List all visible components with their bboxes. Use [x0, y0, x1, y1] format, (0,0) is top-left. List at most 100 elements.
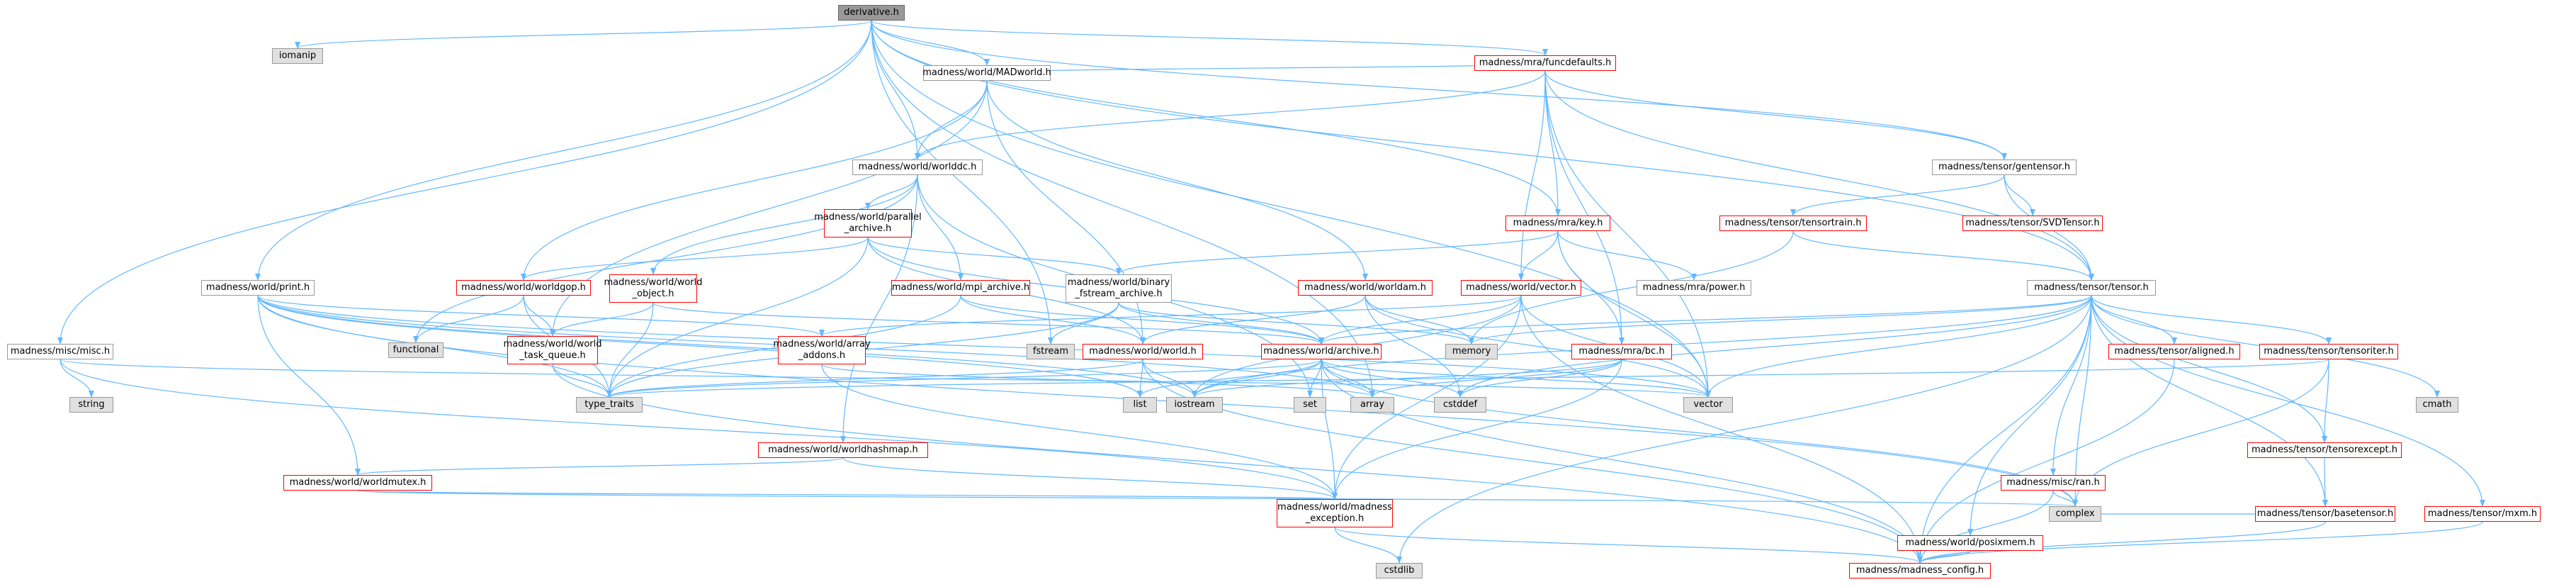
node-iostream: iostream	[1166, 397, 1223, 413]
edge-tensor-to-ran	[2050, 295, 2092, 476]
edge-posixmem-to-madness_config	[1917, 550, 1971, 564]
edge-root-to-gentensor	[871, 20, 2007, 160]
node-tensor-svdtensor-h[interactable]: madness/tensor/SVDTensor.h	[1962, 216, 2103, 231]
node-world-worldmutex-h[interactable]: madness/world/worldmutex.h	[283, 475, 432, 491]
node-cmath: cmath	[2416, 397, 2458, 413]
edge-madness_exception-to-madness_config	[1334, 527, 1923, 564]
edge-worldgop-to-functional	[413, 295, 524, 343]
node-world-worlddc-h[interactable]: madness/world/worlddc.h	[852, 160, 983, 175]
node-mra-key-h[interactable]: madness/mra/key.h	[1506, 216, 1610, 231]
edge-tensor-to-tensoriter	[2091, 295, 2332, 345]
edge-binary_fstream-to-fstream	[1048, 302, 1119, 345]
edge-tensor-to-cstddef	[1457, 295, 2092, 398]
edge-archive-to-type_traits	[606, 359, 1322, 398]
edge-tensor-to-complex	[2072, 295, 2092, 507]
node-world-print-h[interactable]: madness/world/print.h	[201, 280, 315, 296]
node-world-worldgop-h[interactable]: madness/world/worldgop.h	[456, 280, 591, 296]
node-tensor-tensorexcept-h[interactable]: madness/tensor/tensorexcept.h	[2247, 442, 2402, 458]
edge-archive-to-vector	[1321, 359, 1711, 398]
edge-bc-to-cstddef	[1457, 359, 1622, 398]
edge-root-to-worlddc	[871, 20, 920, 160]
edge-worldmutex-to-madness_exception	[357, 490, 1336, 500]
node-tensor-aligned-h[interactable]: madness/tensor/aligned.h	[2108, 344, 2240, 359]
edge-worldmutex-to-complex	[357, 490, 2077, 507]
edge-tensoriter-to-tensorexcept	[2322, 359, 2329, 443]
edge-print-to-list	[257, 295, 1143, 398]
edge-misc-to-madness_exception	[60, 359, 1338, 500]
node-tensor-tensortrain-h[interactable]: madness/tensor/tensortrain.h	[1719, 216, 1867, 231]
node-world-posixmem-h[interactable]: madness/world/posixmem.h	[1897, 535, 2043, 551]
edge-worlddc-to-worldhashmap	[840, 174, 918, 443]
edge-key-to-power	[1557, 230, 1697, 281]
node-world-madness-exception-h[interactable]: madness/world/madness _exception.h	[1277, 499, 1393, 527]
node-set: set	[1294, 397, 1326, 413]
node-world-vector-h[interactable]: madness/world/vector.h	[1461, 280, 1581, 296]
edge-root-to-print	[255, 20, 872, 281]
edge-key-to-vector_h	[1518, 230, 1559, 281]
node-misc-misc-h[interactable]: madness/misc/misc.h	[7, 344, 113, 359]
node-complex: complex	[2049, 506, 2101, 522]
edge-gentensor-to-tensortrain	[1790, 174, 2005, 216]
edge-root-to-key	[871, 20, 1561, 216]
node-misc-ran-h[interactable]: madness/misc/ran.h	[2001, 475, 2106, 491]
edge-vector_h-to-madness_exception	[1332, 295, 1522, 500]
node-tensor-mxm-h[interactable]: madness/tensor/mxm.h	[2424, 506, 2541, 522]
node-world-worldhashmap-h[interactable]: madness/world/worldhashmap.h	[758, 442, 928, 458]
edge-madness_exception-to-cstdlib	[1334, 527, 1402, 564]
node-world-world-task-queue-h[interactable]: madness/world/world _task_queue.h	[504, 336, 602, 364]
edge-tensor-to-madness_config	[1917, 295, 2092, 564]
node-tensor-gentensor-h[interactable]: madness/tensor/gentensor.h	[1932, 160, 2077, 175]
edge-tensor-to-archive	[1318, 295, 2092, 345]
edge-funcdefaults-to-bc	[1544, 70, 1625, 345]
node-mra-bc-h[interactable]: madness/mra/bc.h	[1571, 344, 1672, 359]
edge-funcdefaults-to-madworld	[985, 62, 1546, 74]
edge-vector_h-to-array_addons	[819, 295, 1522, 337]
node-world-archive-h[interactable]: madness/world/archive.h	[1261, 344, 1382, 359]
node-mra-funcdefaults-h[interactable]: madness/mra/funcdefaults.h	[1474, 55, 1616, 71]
node-list: list	[1123, 397, 1157, 413]
edge-mpi_archive-to-archive	[960, 295, 1324, 345]
node-world-madworld-h[interactable]: madness/world/MADworld.h	[922, 65, 1051, 81]
edge-binary_fstream-to-archive	[1118, 302, 1324, 345]
node-tensor-basetensor-h[interactable]: madness/tensor/basetensor.h	[2255, 506, 2395, 522]
node-world-world-h[interactable]: madness/world/world.h	[1083, 344, 1203, 359]
edge-print-to-vector	[257, 295, 1711, 398]
edge-tensor-to-basetensor	[2091, 295, 2328, 507]
edge-funcdefaults-to-key	[1544, 70, 1561, 216]
edge-tensorexcept-to-basetensor	[2322, 457, 2328, 507]
node-world-mpi-archive-h[interactable]: madness/world/mpi_archive.h	[891, 280, 1030, 296]
edge-worldhashmap-to-madness_exception	[842, 457, 1338, 500]
edge-root-to-misc	[57, 20, 872, 345]
edge-ran-to-complex	[2052, 490, 2078, 507]
node-madness-config-h[interactable]: madness/madness_config.h	[1849, 563, 1991, 578]
edge-bc-to-iostream	[1192, 359, 1622, 398]
node-mra-power-h[interactable]: madness/mra/power.h	[1637, 280, 1751, 296]
edge-parallel_archive-to-worldgop	[521, 237, 869, 281]
node-world-worldam-h[interactable]: madness/world/worldam.h	[1298, 280, 1433, 296]
node-world-array-addons-h[interactable]: madness/world/array _addons.h	[773, 336, 871, 364]
edge-worlddc-to-world_object	[650, 174, 918, 275]
node-string: string	[69, 397, 113, 413]
edge-worlddc-to-functional	[413, 174, 918, 343]
edge-worlddc-to-mpi_archive	[917, 174, 964, 281]
node-world-world-object-h[interactable]: madness/world/world _object.h	[604, 274, 703, 303]
edge-archive-to-set	[1307, 359, 1322, 398]
edge-archive-to-iostream	[1192, 359, 1322, 398]
edge-vector_h-to-madness_config	[1520, 295, 1923, 564]
edge-funcdefaults-to-vector_h	[1518, 70, 1546, 281]
node-world-parallel-archive-h[interactable]: madness/world/parallel _archive.h	[814, 209, 922, 237]
node-derivative-h: derivative.h	[838, 5, 905, 21]
edge-key-to-vector	[1557, 230, 1711, 398]
edge-tensortrain-to-tensor	[1792, 230, 2094, 281]
node-world-binary-fstream-archive-h[interactable]: madness/world/binary _fstream_archive.h	[1066, 274, 1172, 303]
edge-binary_fstream-to-memory	[1118, 302, 1474, 345]
edge-array_addons-to-madness_exception	[821, 364, 1338, 500]
edge-parallel_archive-to-type_traits	[606, 237, 869, 398]
edge-tensortrain-to-memory	[1469, 230, 1794, 345]
edge-world_task_queue-to-type_traits	[552, 364, 612, 398]
node-tensor-tensoriter-h[interactable]: madness/tensor/tensoriter.h	[2259, 344, 2398, 359]
node-tensor-tensor-h[interactable]: madness/tensor/tensor.h	[2027, 280, 2156, 296]
edge-key-to-binary_fstream	[1116, 230, 1559, 275]
edge-madworld-to-worldam	[986, 80, 1368, 281]
